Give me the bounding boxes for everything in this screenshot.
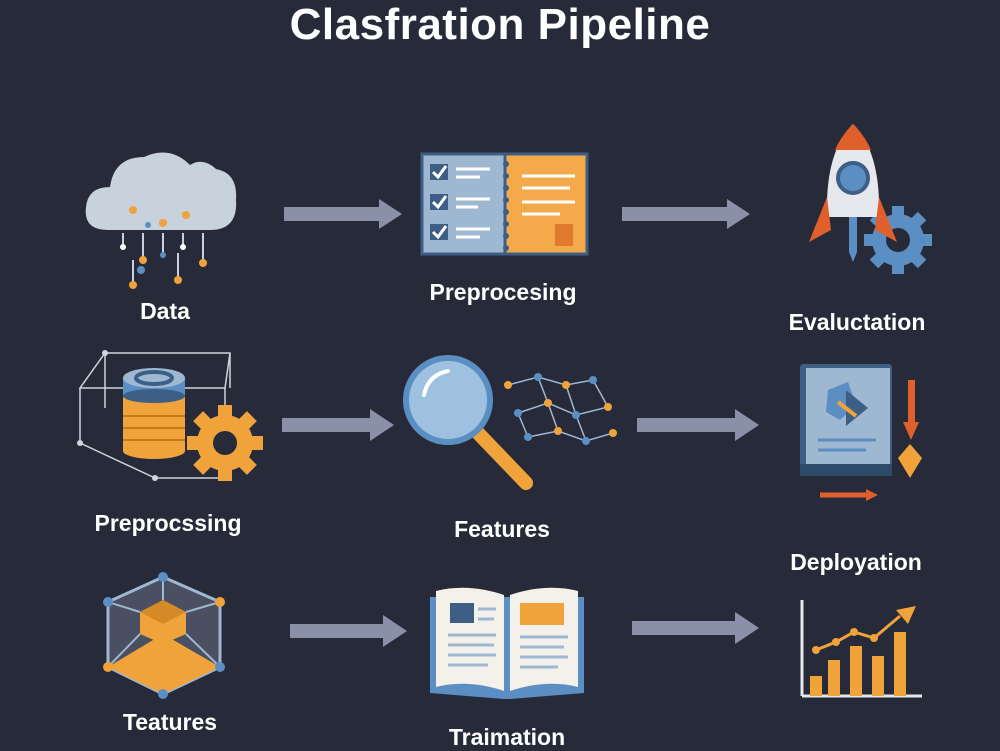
cloud-data-icon bbox=[85, 152, 237, 289]
node-label-preprocssing: Preprocssing bbox=[94, 510, 242, 536]
bar-chart-trend-icon bbox=[800, 600, 922, 698]
arrow-1-2 bbox=[622, 199, 750, 229]
arrow-2-1 bbox=[282, 409, 394, 441]
book-deploy-icon bbox=[800, 364, 922, 501]
magnifier-network-icon bbox=[403, 355, 617, 490]
node-label-features: Features bbox=[454, 516, 550, 542]
diagram-title: Clasfration Pipeline bbox=[289, 0, 711, 49]
open-book-icon bbox=[430, 587, 584, 699]
node-label-preprocesing: Preprocesing bbox=[429, 279, 577, 305]
node-label-traimation: Traimation bbox=[448, 724, 566, 750]
rocket-gear-icon bbox=[809, 124, 932, 274]
arrow-3-1 bbox=[290, 615, 407, 647]
cube-network-icon bbox=[103, 572, 225, 699]
database-gear-icon bbox=[77, 350, 263, 481]
node-label-data: Data bbox=[140, 298, 190, 324]
arrow-2-2 bbox=[637, 409, 759, 441]
arrow-1-1 bbox=[284, 199, 402, 229]
arrow-3-2 bbox=[632, 612, 759, 644]
node-label-deployation: Deployation bbox=[790, 549, 922, 575]
checklist-document-icon bbox=[420, 152, 589, 256]
node-label-teatures: Teatures bbox=[122, 709, 218, 735]
node-label-evaluctation: Evaluctation bbox=[788, 309, 926, 335]
